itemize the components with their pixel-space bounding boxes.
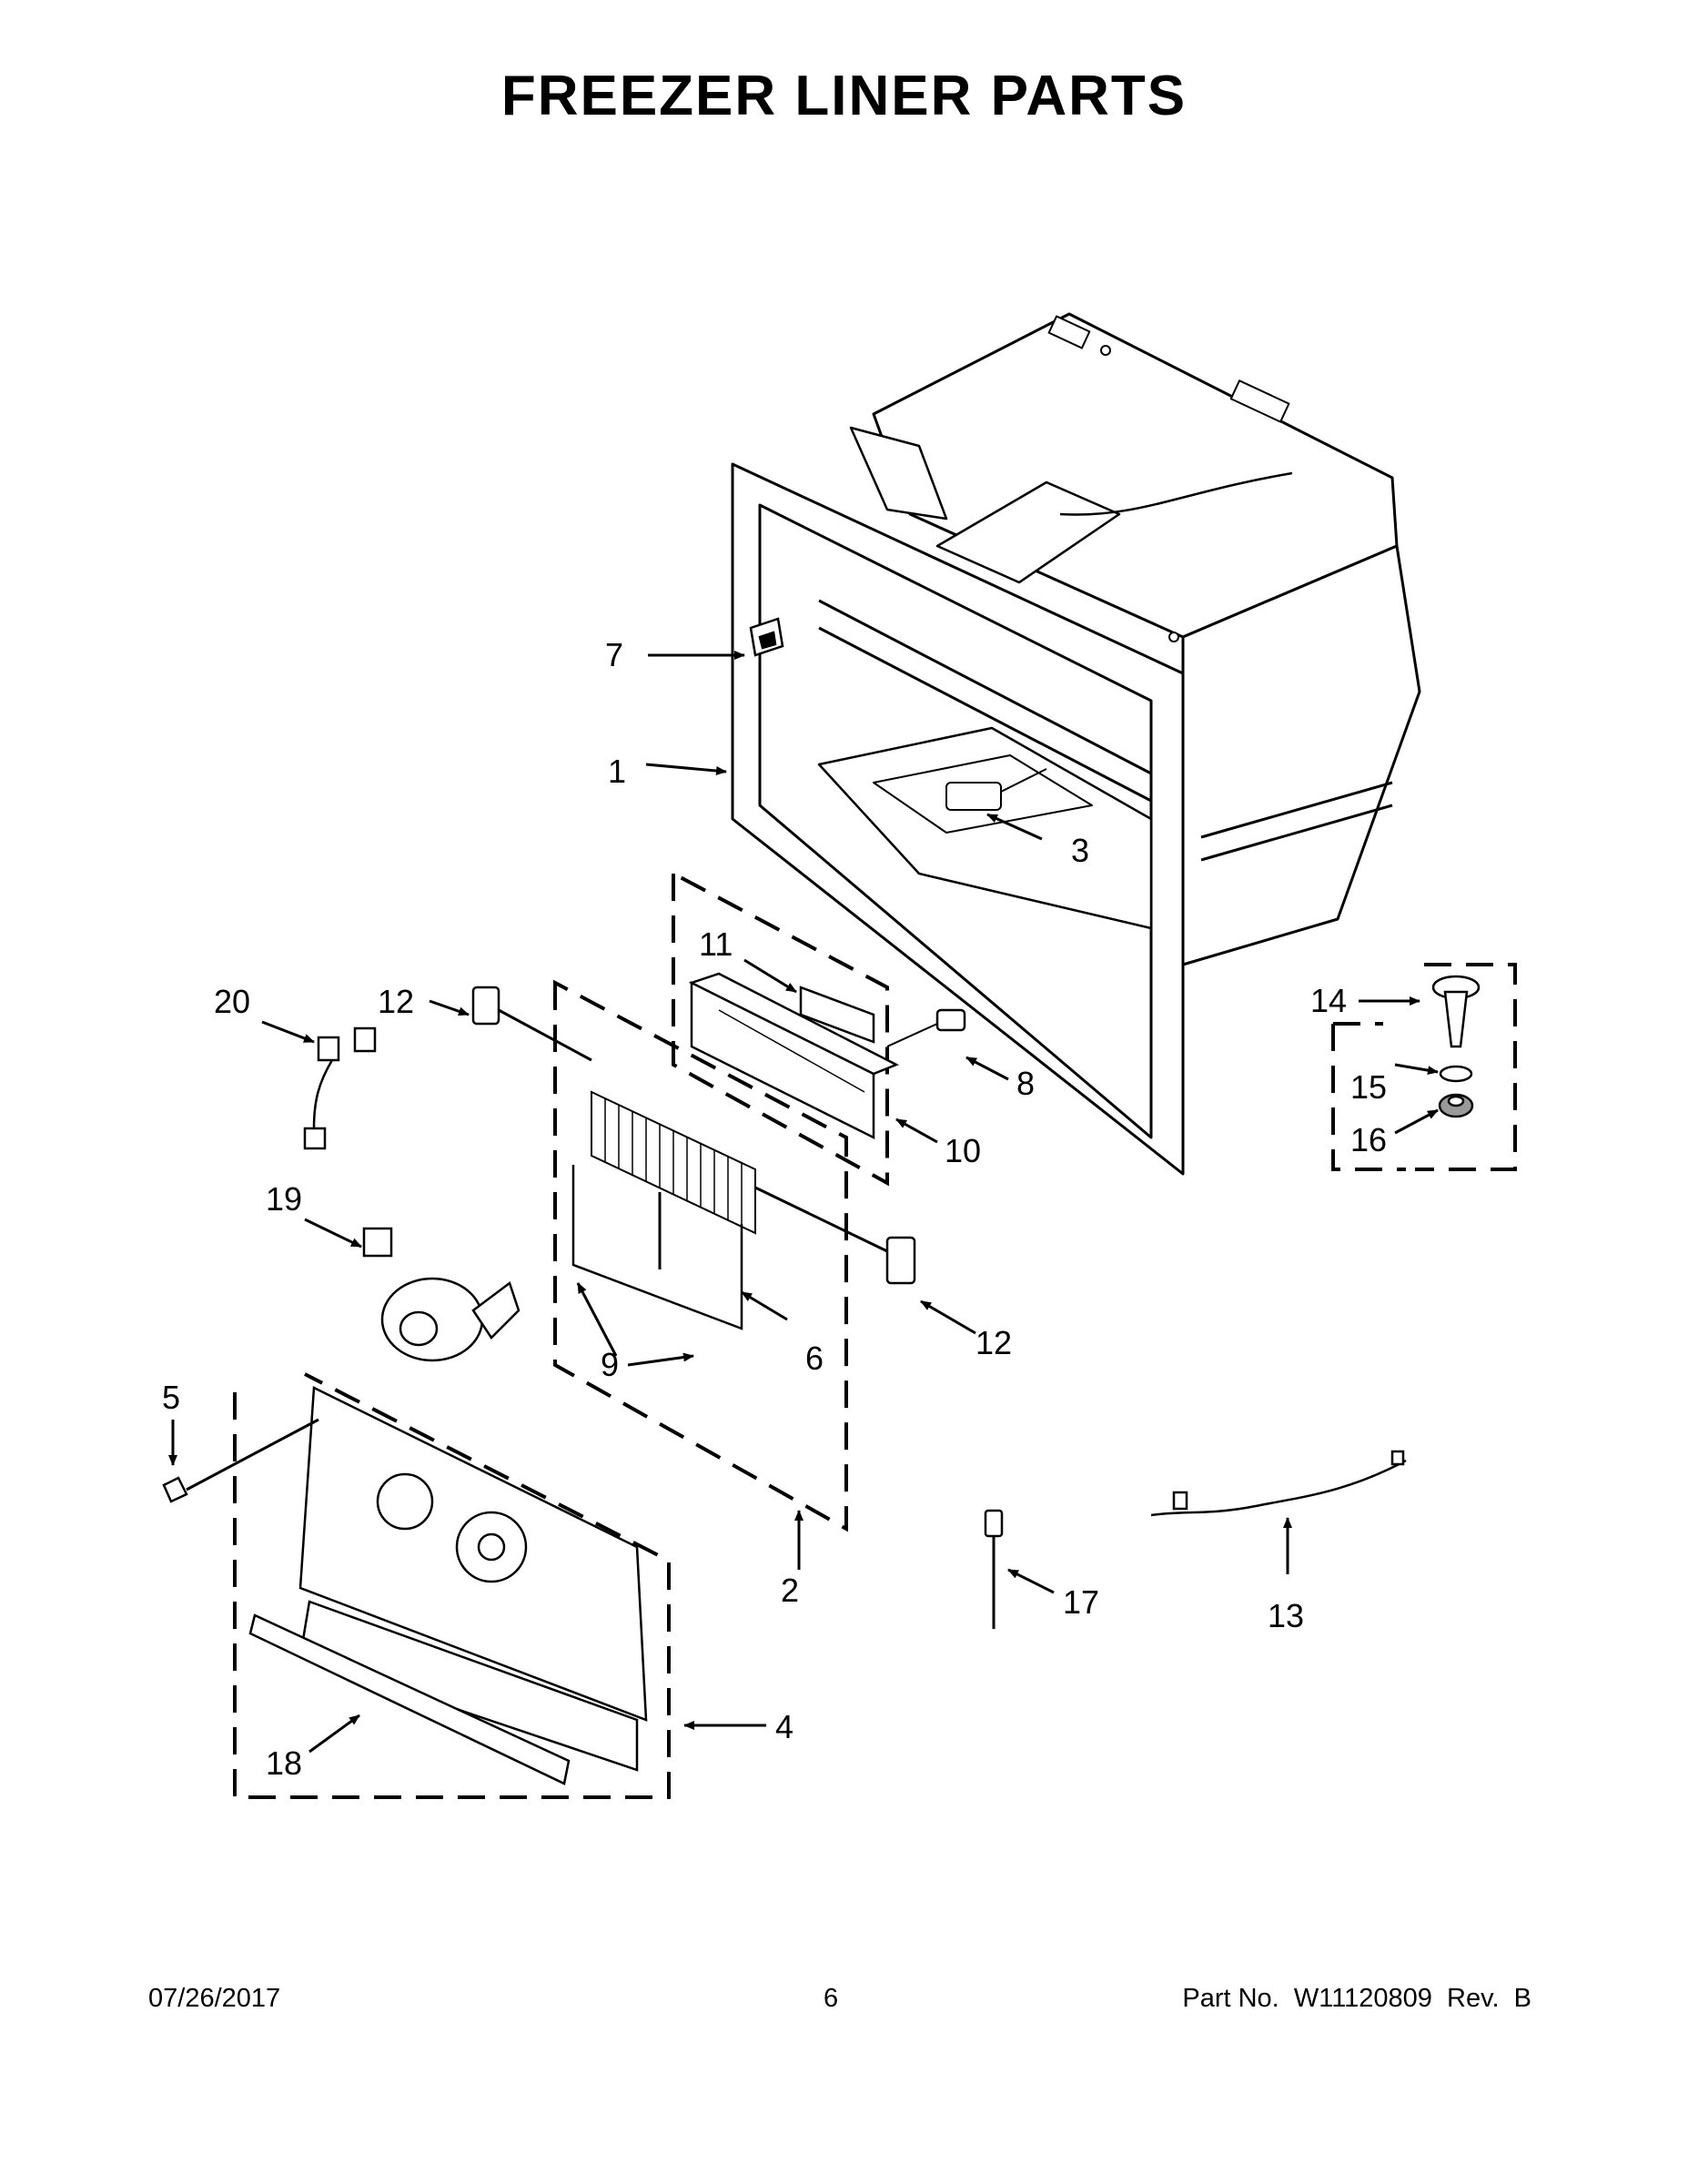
screw-part xyxy=(162,1418,319,1503)
callout-4: 4 xyxy=(775,1708,793,1745)
callout-12-right: 12 xyxy=(975,1324,1012,1361)
callout-17: 17 xyxy=(1063,1583,1099,1621)
footer-part-number: Part No. W11120809 Rev. B xyxy=(1182,1984,1531,2013)
foam-part xyxy=(799,986,875,1044)
callout-7: 7 xyxy=(605,636,623,673)
callout-9: 9 xyxy=(601,1346,619,1383)
duct-part xyxy=(688,972,900,1140)
footer-page-number: 6 xyxy=(824,1984,839,2013)
callout-8: 8 xyxy=(1016,1065,1035,1102)
drain-trap-part xyxy=(1431,975,1481,1118)
callout-12-left: 12 xyxy=(378,983,414,1020)
callout-2: 2 xyxy=(781,1572,799,1609)
callout-5: 5 xyxy=(162,1379,180,1416)
callout-6: 6 xyxy=(805,1340,824,1377)
wire-harness-part xyxy=(303,1026,377,1150)
grille-part xyxy=(248,1613,571,1785)
callout-11: 11 xyxy=(699,925,733,963)
leader-arrows xyxy=(168,651,1439,1754)
callout-15: 15 xyxy=(1350,1068,1387,1106)
callout-16: 16 xyxy=(1350,1121,1387,1158)
wire-harness-13-part xyxy=(1150,1450,1407,1517)
freezer-liner-part xyxy=(731,312,1421,1176)
evaporator-coil-part xyxy=(571,1090,756,1330)
sensor-probe-part xyxy=(984,1509,1004,1629)
fan-cover-dashed-box xyxy=(233,1372,671,1799)
callout-1: 1 xyxy=(608,753,626,790)
callout-3: 3 xyxy=(1071,832,1089,869)
page-title: FREEZER LINER PARTS xyxy=(500,65,1188,127)
callout-20: 20 xyxy=(214,983,250,1020)
clip-part xyxy=(749,617,784,657)
callout-labels: 1 2 3 4 5 6 7 8 9 10 11 12 12 13 14 15 1… xyxy=(162,636,1387,1782)
fan-motor-part xyxy=(362,1227,521,1362)
callout-10: 10 xyxy=(945,1132,981,1169)
drain-parts-dashed-box xyxy=(1331,963,1517,1171)
footer-date: 07/26/2017 xyxy=(148,1984,281,2013)
connector-part xyxy=(886,1008,966,1047)
callout-14: 14 xyxy=(1310,982,1347,1019)
callout-19: 19 xyxy=(266,1180,302,1218)
callout-13: 13 xyxy=(1268,1597,1304,1634)
fan-cover-part xyxy=(298,1386,648,1772)
duct-dashed-box xyxy=(672,870,889,1187)
evaporator-assembly-dashed-box xyxy=(553,979,848,1532)
terminal-block-part xyxy=(471,986,916,1285)
callout-18: 18 xyxy=(266,1744,302,1782)
